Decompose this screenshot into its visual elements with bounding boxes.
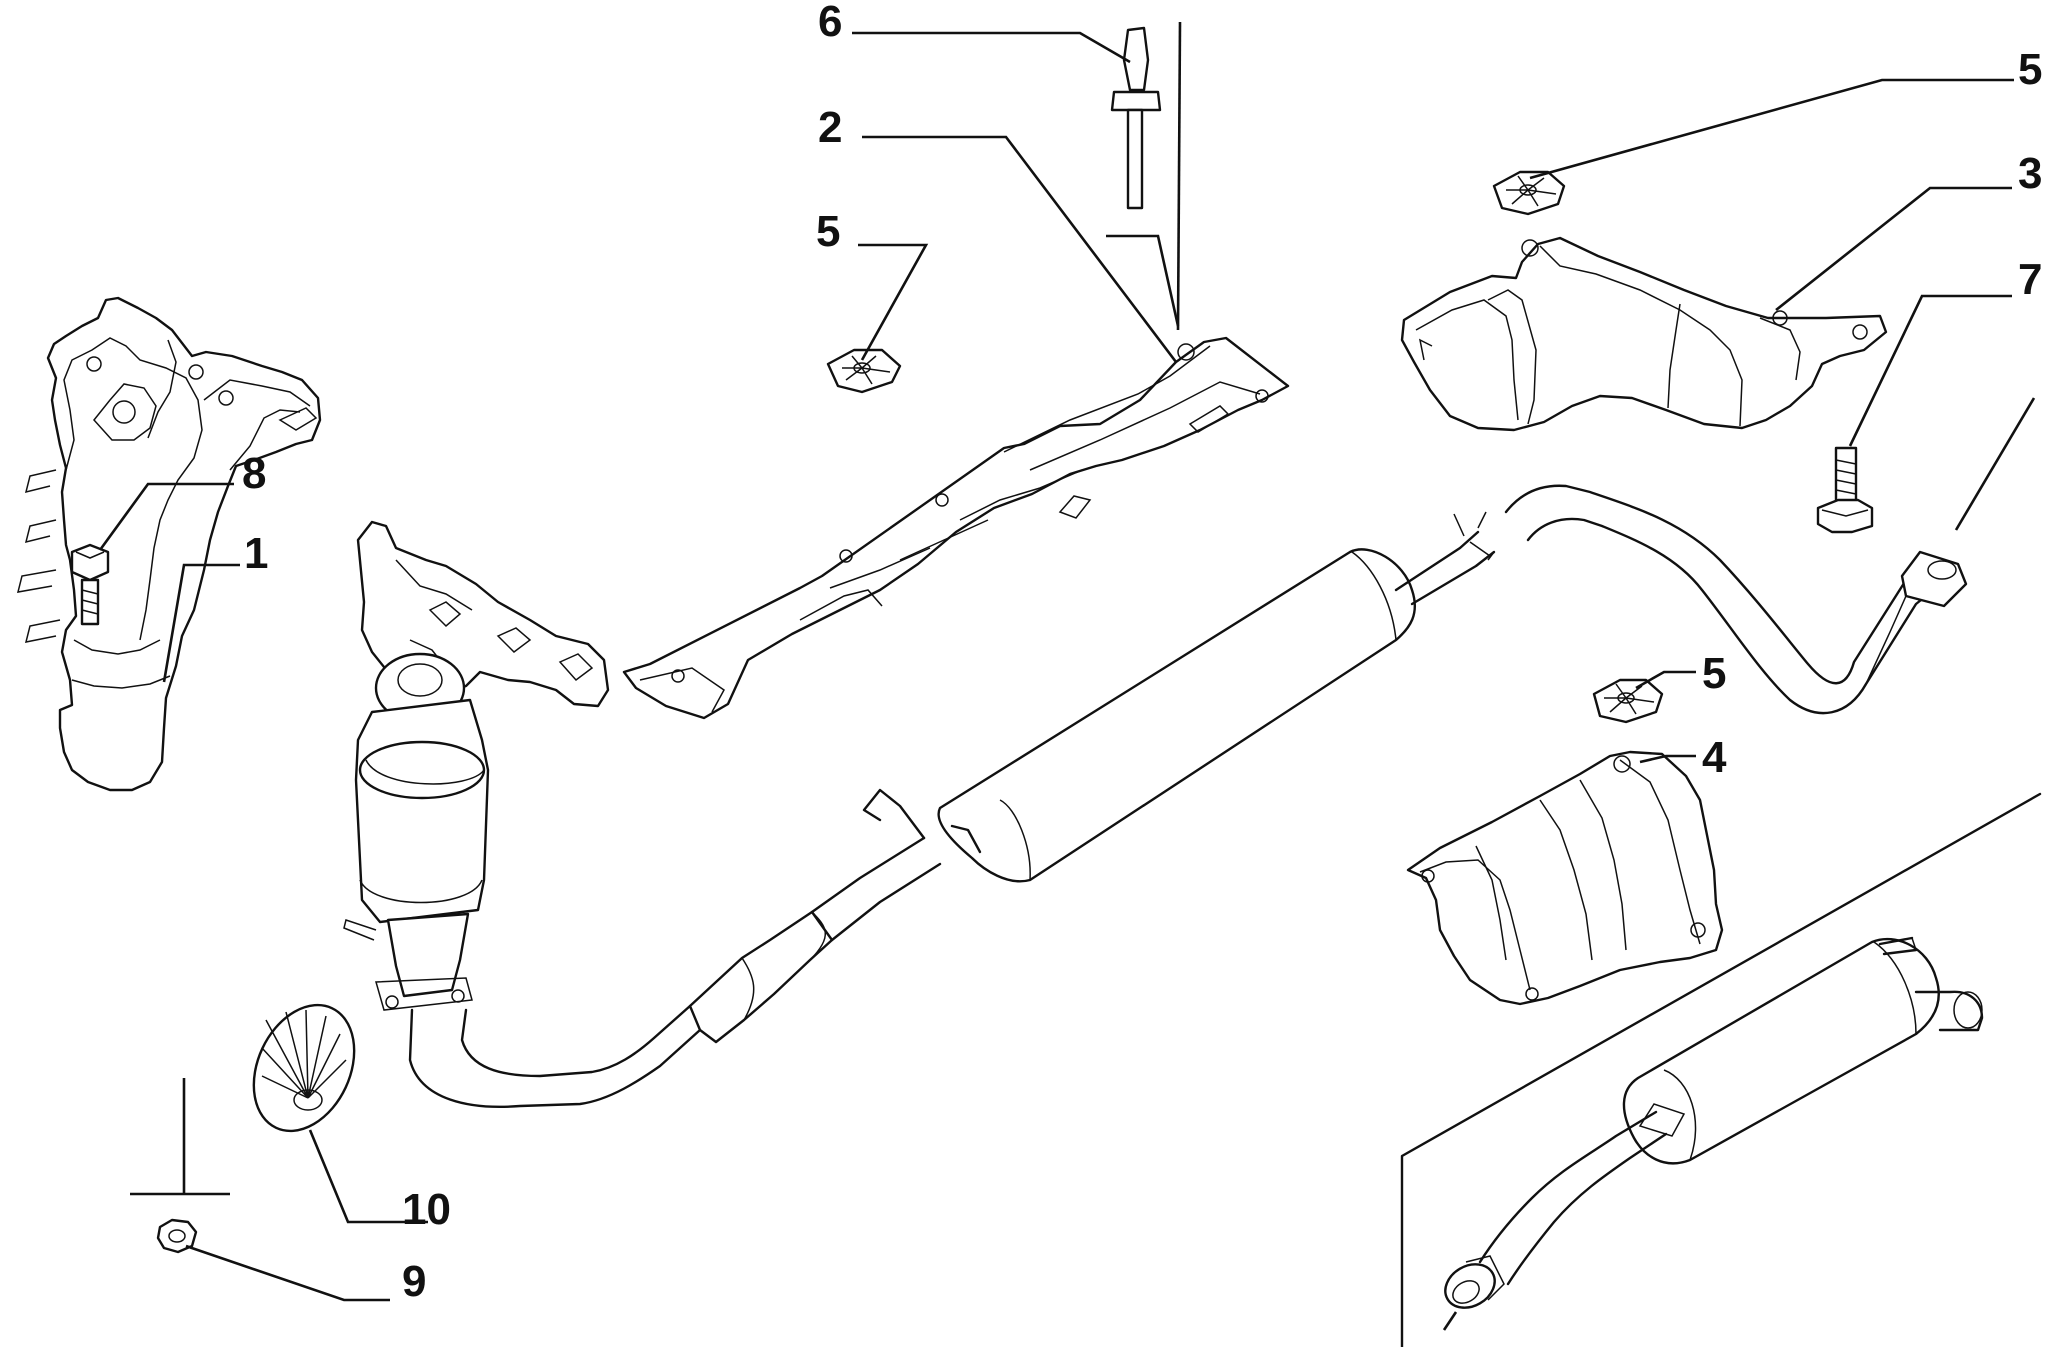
clip-part-5-upper-right: [1492, 170, 1566, 216]
callout-labels: 6 2 5 5 3 7 5 4 8 1 10 9: [242, 0, 2042, 1306]
rear-muffler-inset-box: [1400, 792, 2042, 1347]
callout-5-upper-left: 5: [816, 207, 840, 256]
clip-part-5-middle-right: [1592, 678, 1664, 724]
callout-9: 9: [402, 1257, 426, 1306]
rear-heat-shield: [1400, 236, 1888, 432]
callout-5-middle-right: 5: [1702, 649, 1726, 698]
clip-part-5-upper-left: [826, 348, 902, 394]
bolt-part-7: [1816, 446, 1874, 534]
tail-pipe: [1504, 484, 1968, 715]
callout-7: 7: [2018, 255, 2042, 304]
callout-10: 10: [402, 1185, 451, 1234]
front-pipe-middle-muffler: [408, 511, 1496, 1108]
leader-lines: [98, 21, 2036, 1331]
callout-8: 8: [242, 449, 266, 498]
exhaust-manifold-catalyst: [343, 520, 610, 1011]
callout-5-upper-right: 5: [2018, 45, 2042, 94]
bolt-part-8: [70, 543, 110, 626]
callout-2: 2: [818, 103, 842, 152]
shield-disc-part-10: [252, 1003, 356, 1133]
callout-6: 6: [818, 0, 842, 46]
nut-part-9: [156, 1218, 198, 1254]
underfloor-heat-shield: [622, 336, 1290, 720]
callout-1: 1: [244, 529, 268, 578]
manifold-heat-shield: [16, 296, 322, 792]
rivet-part-6: [1110, 26, 1162, 210]
callout-4: 4: [1702, 733, 1727, 782]
callout-3: 3: [2018, 149, 2042, 198]
rear-muffler-heat-shield: [1406, 750, 1724, 1006]
